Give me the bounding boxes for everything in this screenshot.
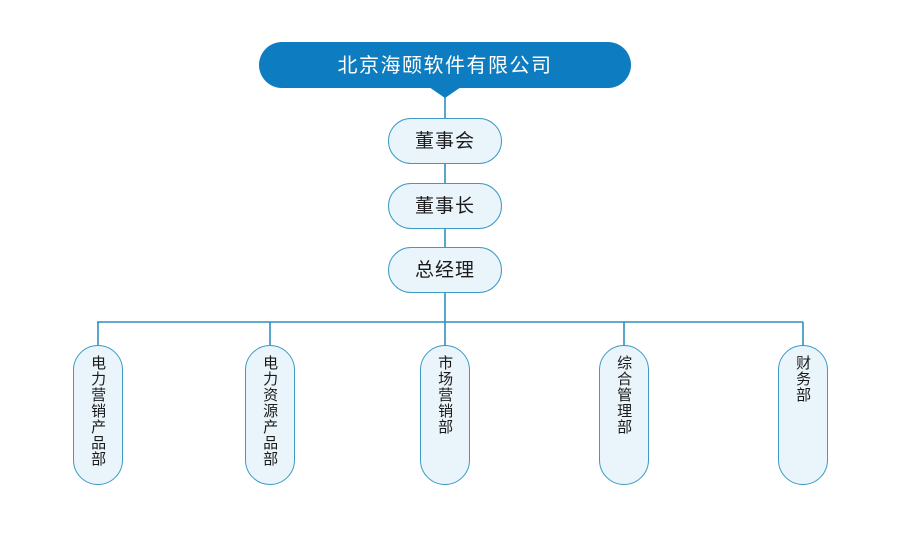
- org-node-chairman-label: 董事长: [414, 194, 475, 217]
- org-node-general-manager-label: 总经理: [414, 258, 475, 281]
- org-node-department-3-label: 市场营销部: [436, 355, 455, 435]
- org-node-board-label: 董事会: [414, 129, 475, 152]
- org-node-department-market-marketing[interactable]: 市场营销部: [420, 345, 470, 485]
- org-node-department-power-resource-product[interactable]: 电力资源产品部: [245, 345, 295, 485]
- org-node-department-finance[interactable]: 财务部: [778, 345, 828, 485]
- org-node-department-power-marketing-product[interactable]: 电力营销产品部: [73, 345, 123, 485]
- org-node-department-4-label: 综合管理部: [615, 355, 634, 435]
- org-node-board[interactable]: 董事会: [388, 118, 502, 164]
- org-node-general-manager[interactable]: 总经理: [388, 247, 502, 293]
- org-node-company-label: 北京海颐软件有限公司: [337, 53, 553, 77]
- org-node-department-1-label: 电力营销产品部: [89, 355, 108, 467]
- org-node-department-general-management[interactable]: 综合管理部: [599, 345, 649, 485]
- org-node-company[interactable]: 北京海颐软件有限公司: [259, 42, 631, 88]
- org-node-department-2-label: 电力资源产品部: [261, 355, 280, 467]
- company-callout-tail: [429, 87, 461, 98]
- org-node-chairman[interactable]: 董事长: [388, 183, 502, 229]
- org-node-department-5-label: 财务部: [794, 355, 813, 403]
